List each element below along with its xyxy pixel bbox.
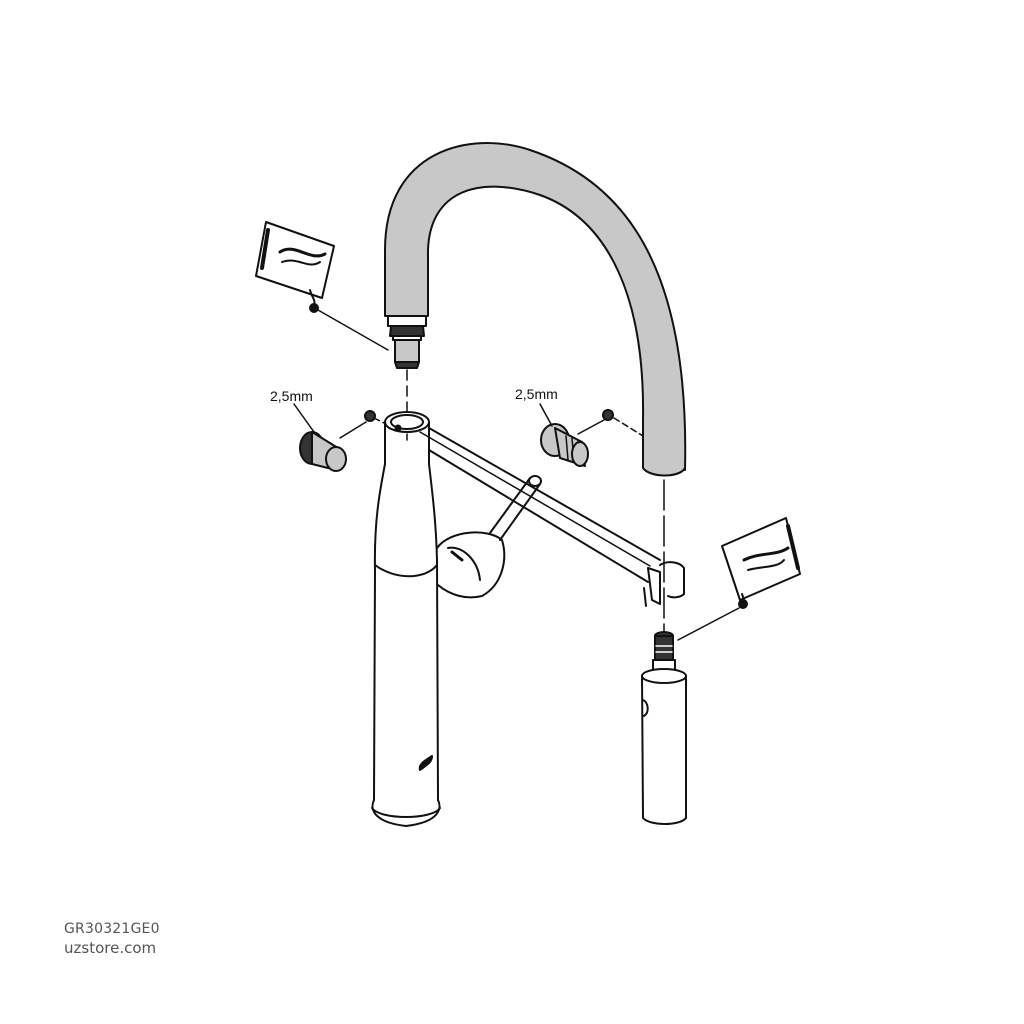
grease-packet-right (721, 517, 801, 609)
screw-size-label-right: 2,5mm (515, 386, 558, 402)
grub-screw-left (364, 410, 376, 422)
screw-size-label-left: 2,5mm (270, 388, 313, 404)
spray-handle (641, 631, 687, 825)
footer: GR30321GE0 uzstore.com (64, 920, 160, 958)
plug-right (540, 423, 589, 467)
faucet-body (371, 411, 542, 827)
swivel-arm (419, 427, 685, 607)
website-watermark: uzstore.com (64, 939, 157, 957)
grub-screw-right (602, 409, 614, 421)
grease-packet-left (255, 221, 335, 313)
plug-left (299, 431, 347, 472)
spout-connector (387, 315, 427, 369)
spout (384, 142, 687, 477)
product-code: GR30321GE0 (64, 921, 160, 937)
